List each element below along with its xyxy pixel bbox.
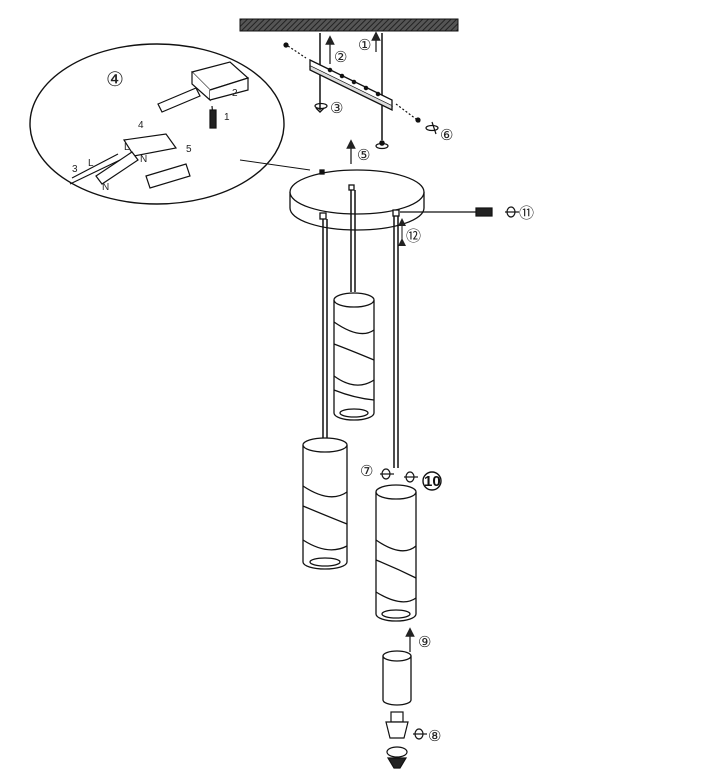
bracket-screw-left — [283, 42, 307, 59]
step-7-label: ⑦ — [360, 462, 373, 480]
up-arrow-icon — [325, 31, 381, 64]
ceiling-anchor-2 — [379, 33, 385, 146]
lamp-holder — [382, 650, 412, 706]
ceiling-canopy — [289, 169, 425, 231]
terminal-live: L — [124, 142, 130, 153]
step-2-label: ② — [334, 48, 347, 66]
neutral-label: N — [102, 182, 109, 193]
live-label: L — [88, 158, 94, 169]
spiral-shade-right — [375, 484, 417, 622]
step-6-label: ⑥ — [440, 126, 453, 144]
gu10-bulb-icon — [385, 711, 409, 769]
terminal-neutral: N — [140, 154, 147, 165]
step-10-label: 10 — [424, 473, 441, 490]
step-1-label: ① — [358, 36, 371, 54]
step-8-label: ⑧ — [428, 727, 441, 745]
detail-num-2: 2 — [232, 88, 238, 99]
spiral-shade-left — [302, 437, 348, 570]
detail-num-1: 1 — [224, 112, 230, 123]
spiral-shade-top — [333, 292, 375, 421]
wiring-detail-bubble: 2 1 4 5 3 L N L N ④ — [29, 43, 311, 205]
step-10-ring — [422, 471, 442, 491]
step-11-label: ⑪ — [519, 204, 534, 222]
step-4-label: ④ — [106, 67, 124, 91]
detail-num-5: 5 — [186, 144, 192, 155]
bracket-screw-right — [395, 103, 421, 123]
rotate-arrow-icon — [314, 102, 519, 740]
detail-num-3: 3 — [72, 164, 78, 175]
ceiling-hatch-icon — [239, 18, 459, 32]
step-12-label: ⑫ — [406, 227, 421, 245]
pendant-cables — [322, 190, 399, 468]
step-5-label: ⑤ — [357, 146, 370, 164]
mounting-bracket — [309, 58, 393, 112]
screwdriver-icon — [400, 207, 493, 217]
detail-num-4: 4 — [138, 120, 144, 131]
step-9-label: ⑨ — [418, 633, 431, 651]
step-3-label: ③ — [330, 99, 343, 117]
